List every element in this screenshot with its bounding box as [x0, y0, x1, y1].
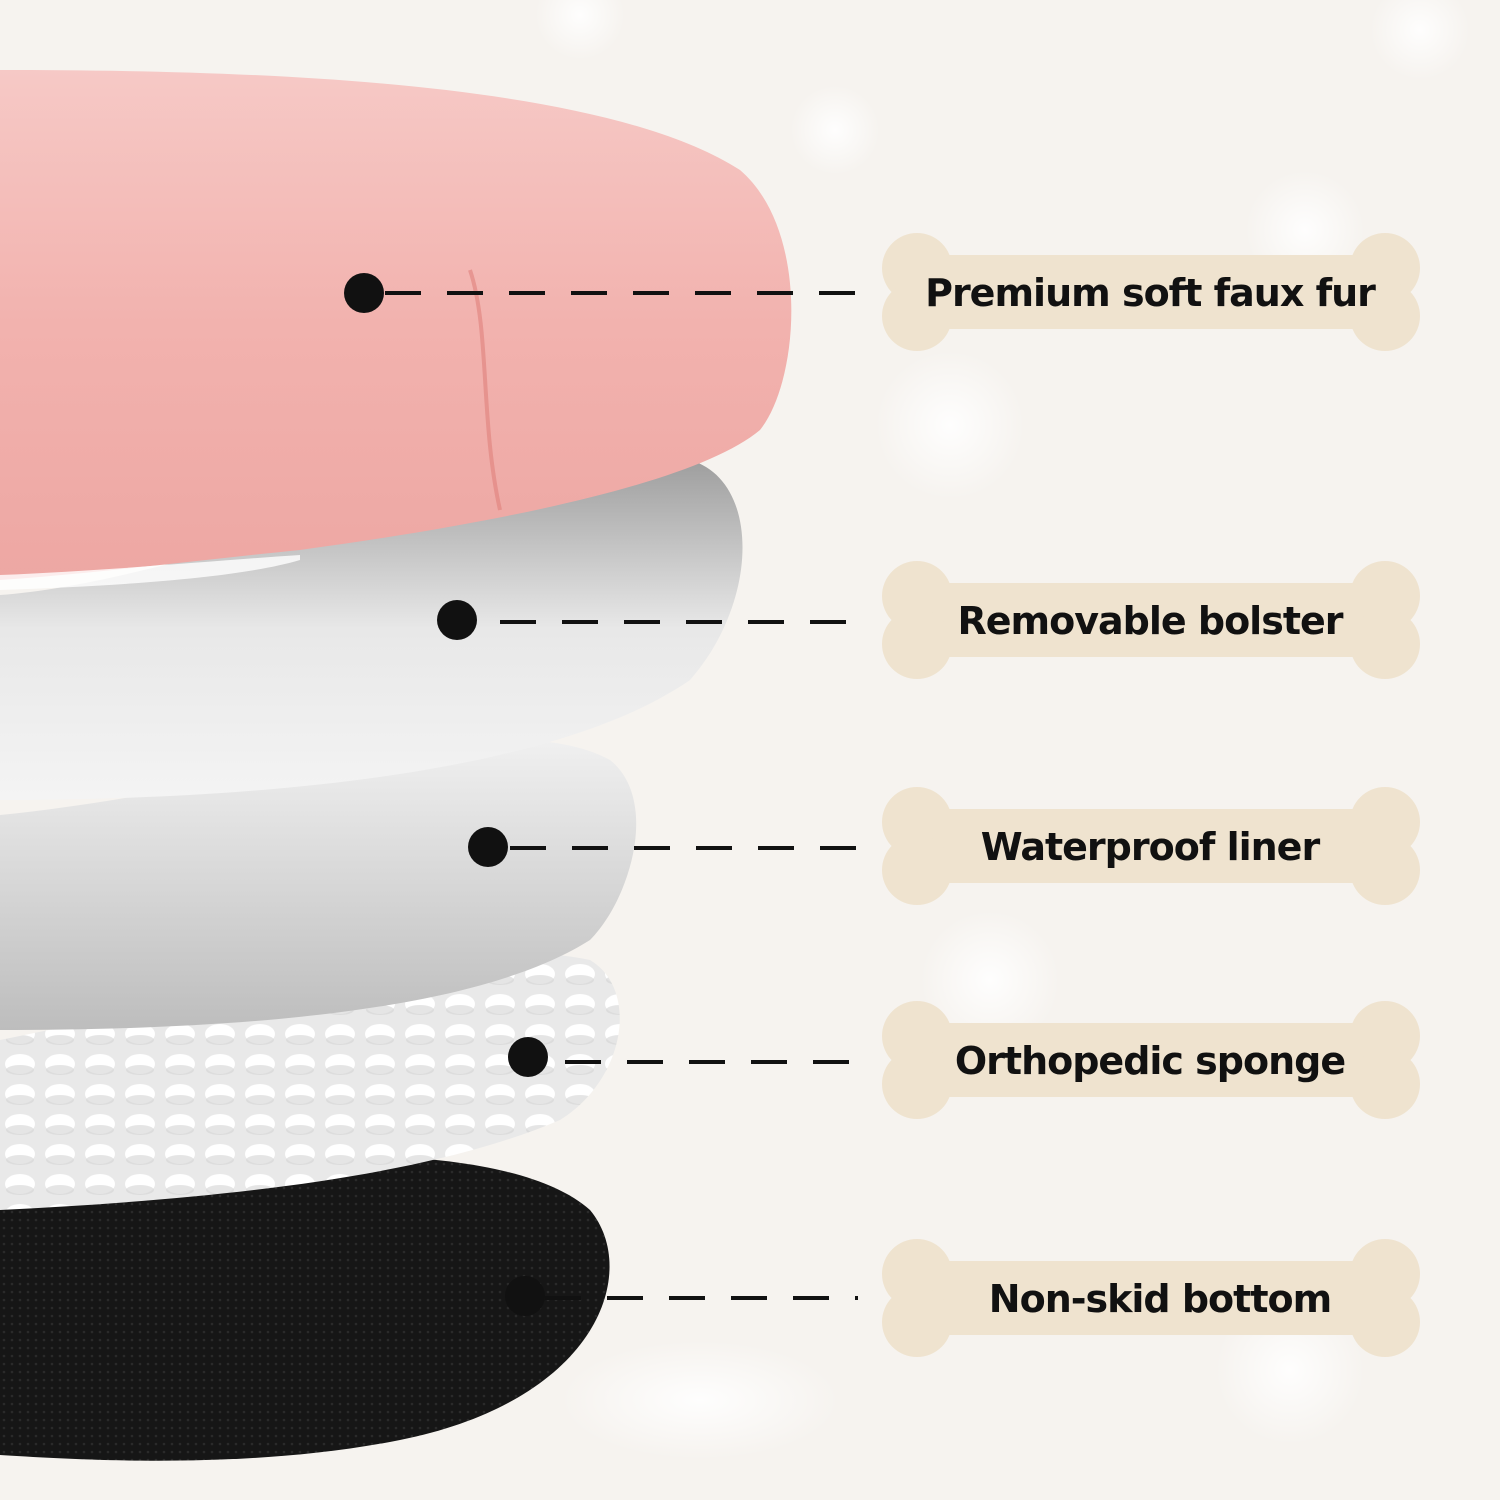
waterproof-liner-layer — [0, 739, 637, 1030]
bone-shape — [882, 787, 1420, 905]
bone-shape — [882, 233, 1420, 351]
bone-shape — [882, 561, 1420, 679]
label-orthopedic-sponge: Orthopedic sponge — [954, 1038, 1346, 1083]
callout-lines — [344, 273, 858, 1316]
label-waterproof-liner: Waterproof liner — [980, 824, 1320, 869]
non-skid-bottom-layer — [0, 1155, 610, 1461]
label-premium-soft-faux-fur: Premium soft faux fur — [925, 270, 1376, 315]
faux-fur-layer — [0, 70, 792, 580]
bone-labels-backgrounds — [882, 233, 1420, 1357]
bone-shape — [882, 1001, 1420, 1119]
removable-bolster-layer — [0, 458, 743, 800]
label-removable-bolster: Removable bolster — [957, 598, 1343, 643]
label-non-skid-bottom: Non-skid bottom — [988, 1276, 1332, 1321]
bone-shape — [882, 1239, 1420, 1357]
